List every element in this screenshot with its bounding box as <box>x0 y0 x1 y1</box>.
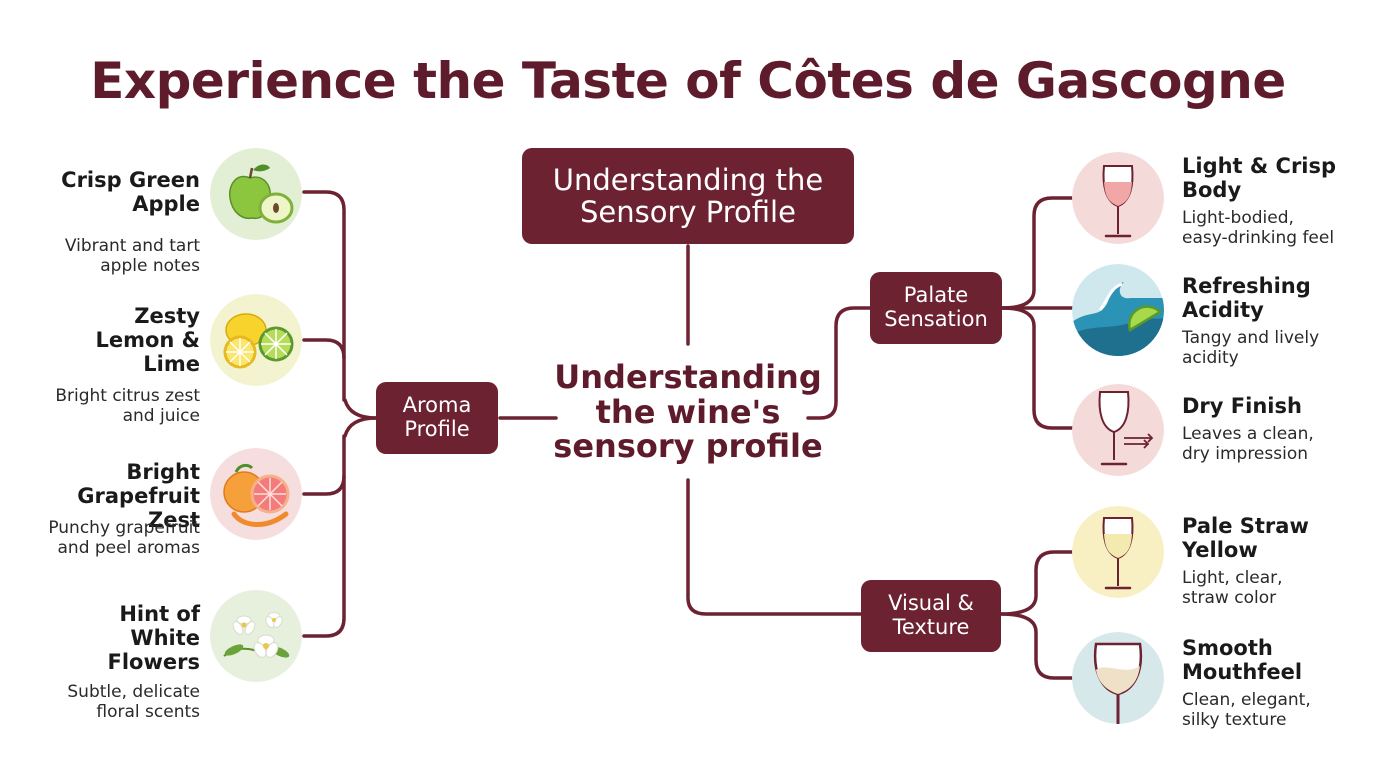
aroma-item-title: Hint of White Flowers <box>107 602 200 675</box>
aroma-item-title: Bright Grapefruit Zest <box>77 460 200 533</box>
visual-item-desc: Light, clear, straw color <box>1182 568 1283 609</box>
palate-item-title: Dry Finish <box>1182 394 1302 418</box>
lemon-lime-icon <box>210 294 302 386</box>
sensory-profile-header-box: Understanding the Sensory Profile <box>522 148 854 244</box>
palate-item-desc: Light-bodied, easy-drinking feel <box>1182 208 1335 249</box>
aroma-item-desc: Bright citrus zest and juice <box>55 386 200 427</box>
wine-glass-swirl-icon <box>1072 632 1164 724</box>
wave-lime-icon <box>1072 264 1164 356</box>
palate-item-desc: Tangy and lively acidity <box>1182 328 1320 369</box>
aroma-item-desc: Punchy grapefruit and peel aromas <box>48 518 200 559</box>
page-title: Experience the Taste of Côtes de Gascogn… <box>90 52 1286 110</box>
aroma-item-title: Crisp Green Apple <box>61 168 200 217</box>
green-apple-icon <box>210 148 302 240</box>
visual-texture-box: Visual & Texture <box>861 580 1001 652</box>
white-flowers-icon <box>210 590 302 682</box>
aroma-item-desc: Vibrant and tart apple notes <box>64 236 200 277</box>
palate-item-title: Refreshing Acidity <box>1182 274 1311 323</box>
palate-sensation-box: Palate Sensation <box>870 272 1002 344</box>
palate-item-title: Light & Crisp Body <box>1182 154 1337 203</box>
wine-glass-dry-icon <box>1072 384 1164 476</box>
wine-glass-light-icon <box>1072 152 1164 244</box>
palate-item-desc: Leaves a clean, dry impression <box>1182 424 1314 465</box>
visual-item-desc: Clean, elegant, silky texture <box>1182 690 1311 731</box>
grapefruit-icon <box>210 448 302 540</box>
wine-glass-straw-icon <box>1072 506 1164 598</box>
visual-item-title: Pale Straw Yellow <box>1182 514 1309 563</box>
aroma-item-desc: Subtle, delicate floral scents <box>67 682 200 723</box>
aroma-item-title: Zesty Lemon & Lime <box>95 304 200 377</box>
aroma-profile-box: Aroma Profile <box>376 382 498 454</box>
center-label: Understanding the wine's sensory profile <box>553 358 823 466</box>
visual-item-title: Smooth Mouthfeel <box>1182 636 1303 685</box>
